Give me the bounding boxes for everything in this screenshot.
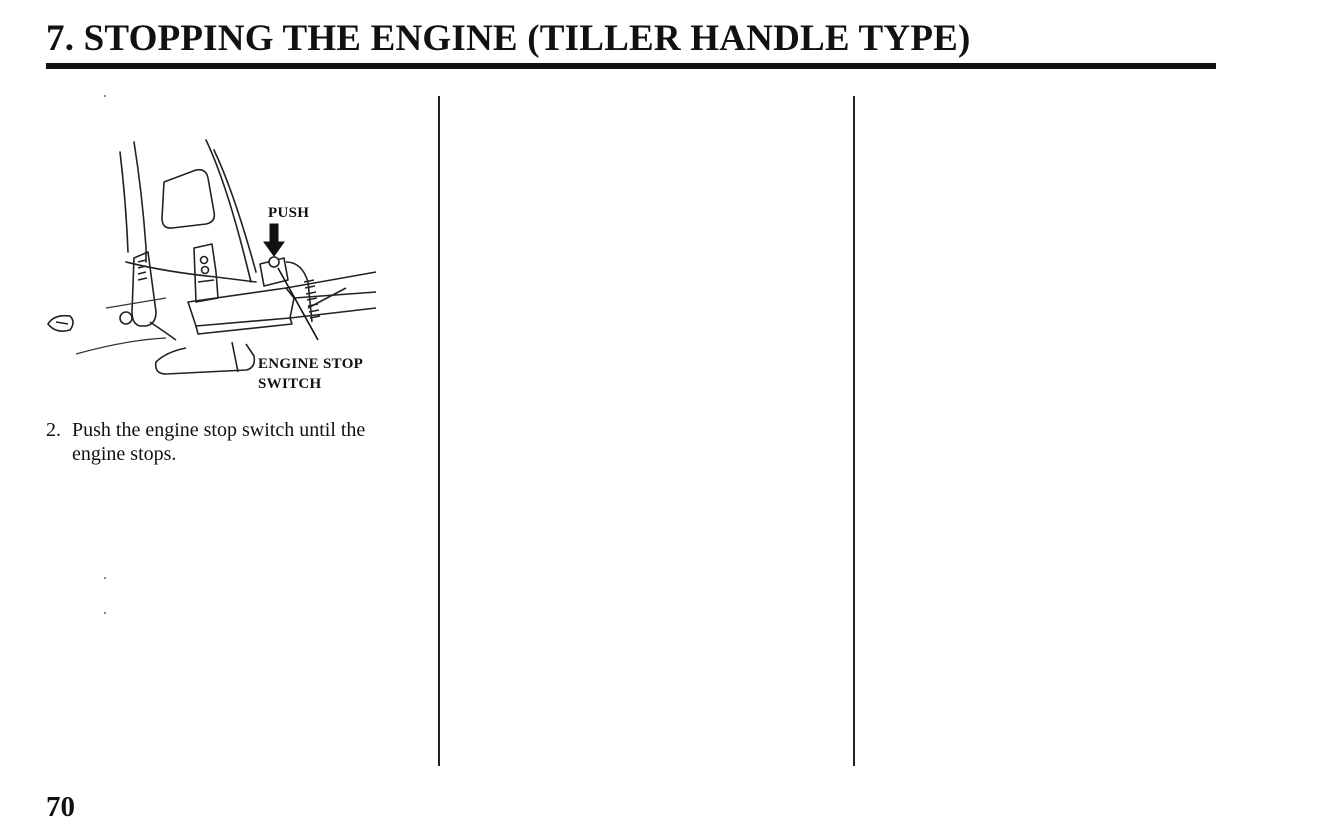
center-lever — [194, 244, 218, 302]
page-number: 70 — [46, 790, 75, 824]
engine-stop-switch-illustration: PUSH ENGINE STOP SWITCH — [46, 112, 416, 402]
step-number: 2. — [46, 418, 72, 442]
base-lines — [76, 298, 166, 354]
left-lever — [132, 252, 156, 326]
title-underline — [46, 63, 1216, 69]
column-divider-left — [438, 96, 440, 766]
page-title: 7. STOPPING THE ENGINE (TILLER HANDLE TY… — [46, 16, 971, 62]
column-divider-right — [853, 96, 855, 766]
push-label: PUSH — [268, 205, 309, 221]
step-text: Push the engine stop switch until the en… — [72, 418, 416, 466]
switch-label: SWITCH — [258, 376, 322, 392]
scan-speck — [104, 612, 106, 614]
scan-speck — [104, 577, 106, 579]
instruction-item: 2. Push the engine stop switch until the… — [46, 418, 416, 466]
callout-leader-line — [278, 268, 318, 340]
instruction-list: 2. Push the engine stop switch until the… — [46, 418, 416, 466]
choke-knob — [48, 312, 132, 331]
scan-speck — [104, 95, 106, 97]
engine-stop-label: ENGINE STOP — [258, 356, 363, 372]
push-arrow — [264, 224, 284, 256]
